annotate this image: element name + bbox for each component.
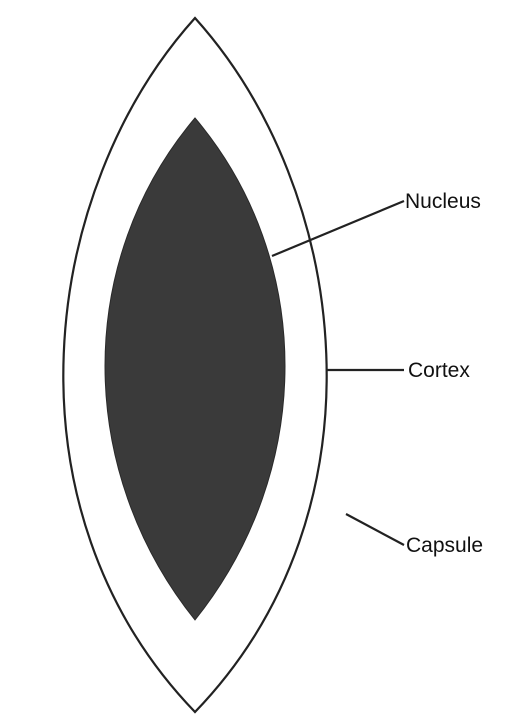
cortex-label: Cortex [408,359,470,382]
capsule-leader-line [346,514,404,545]
capsule-label: Capsule [406,534,483,557]
nucleus-label: Nucleus [405,190,481,213]
